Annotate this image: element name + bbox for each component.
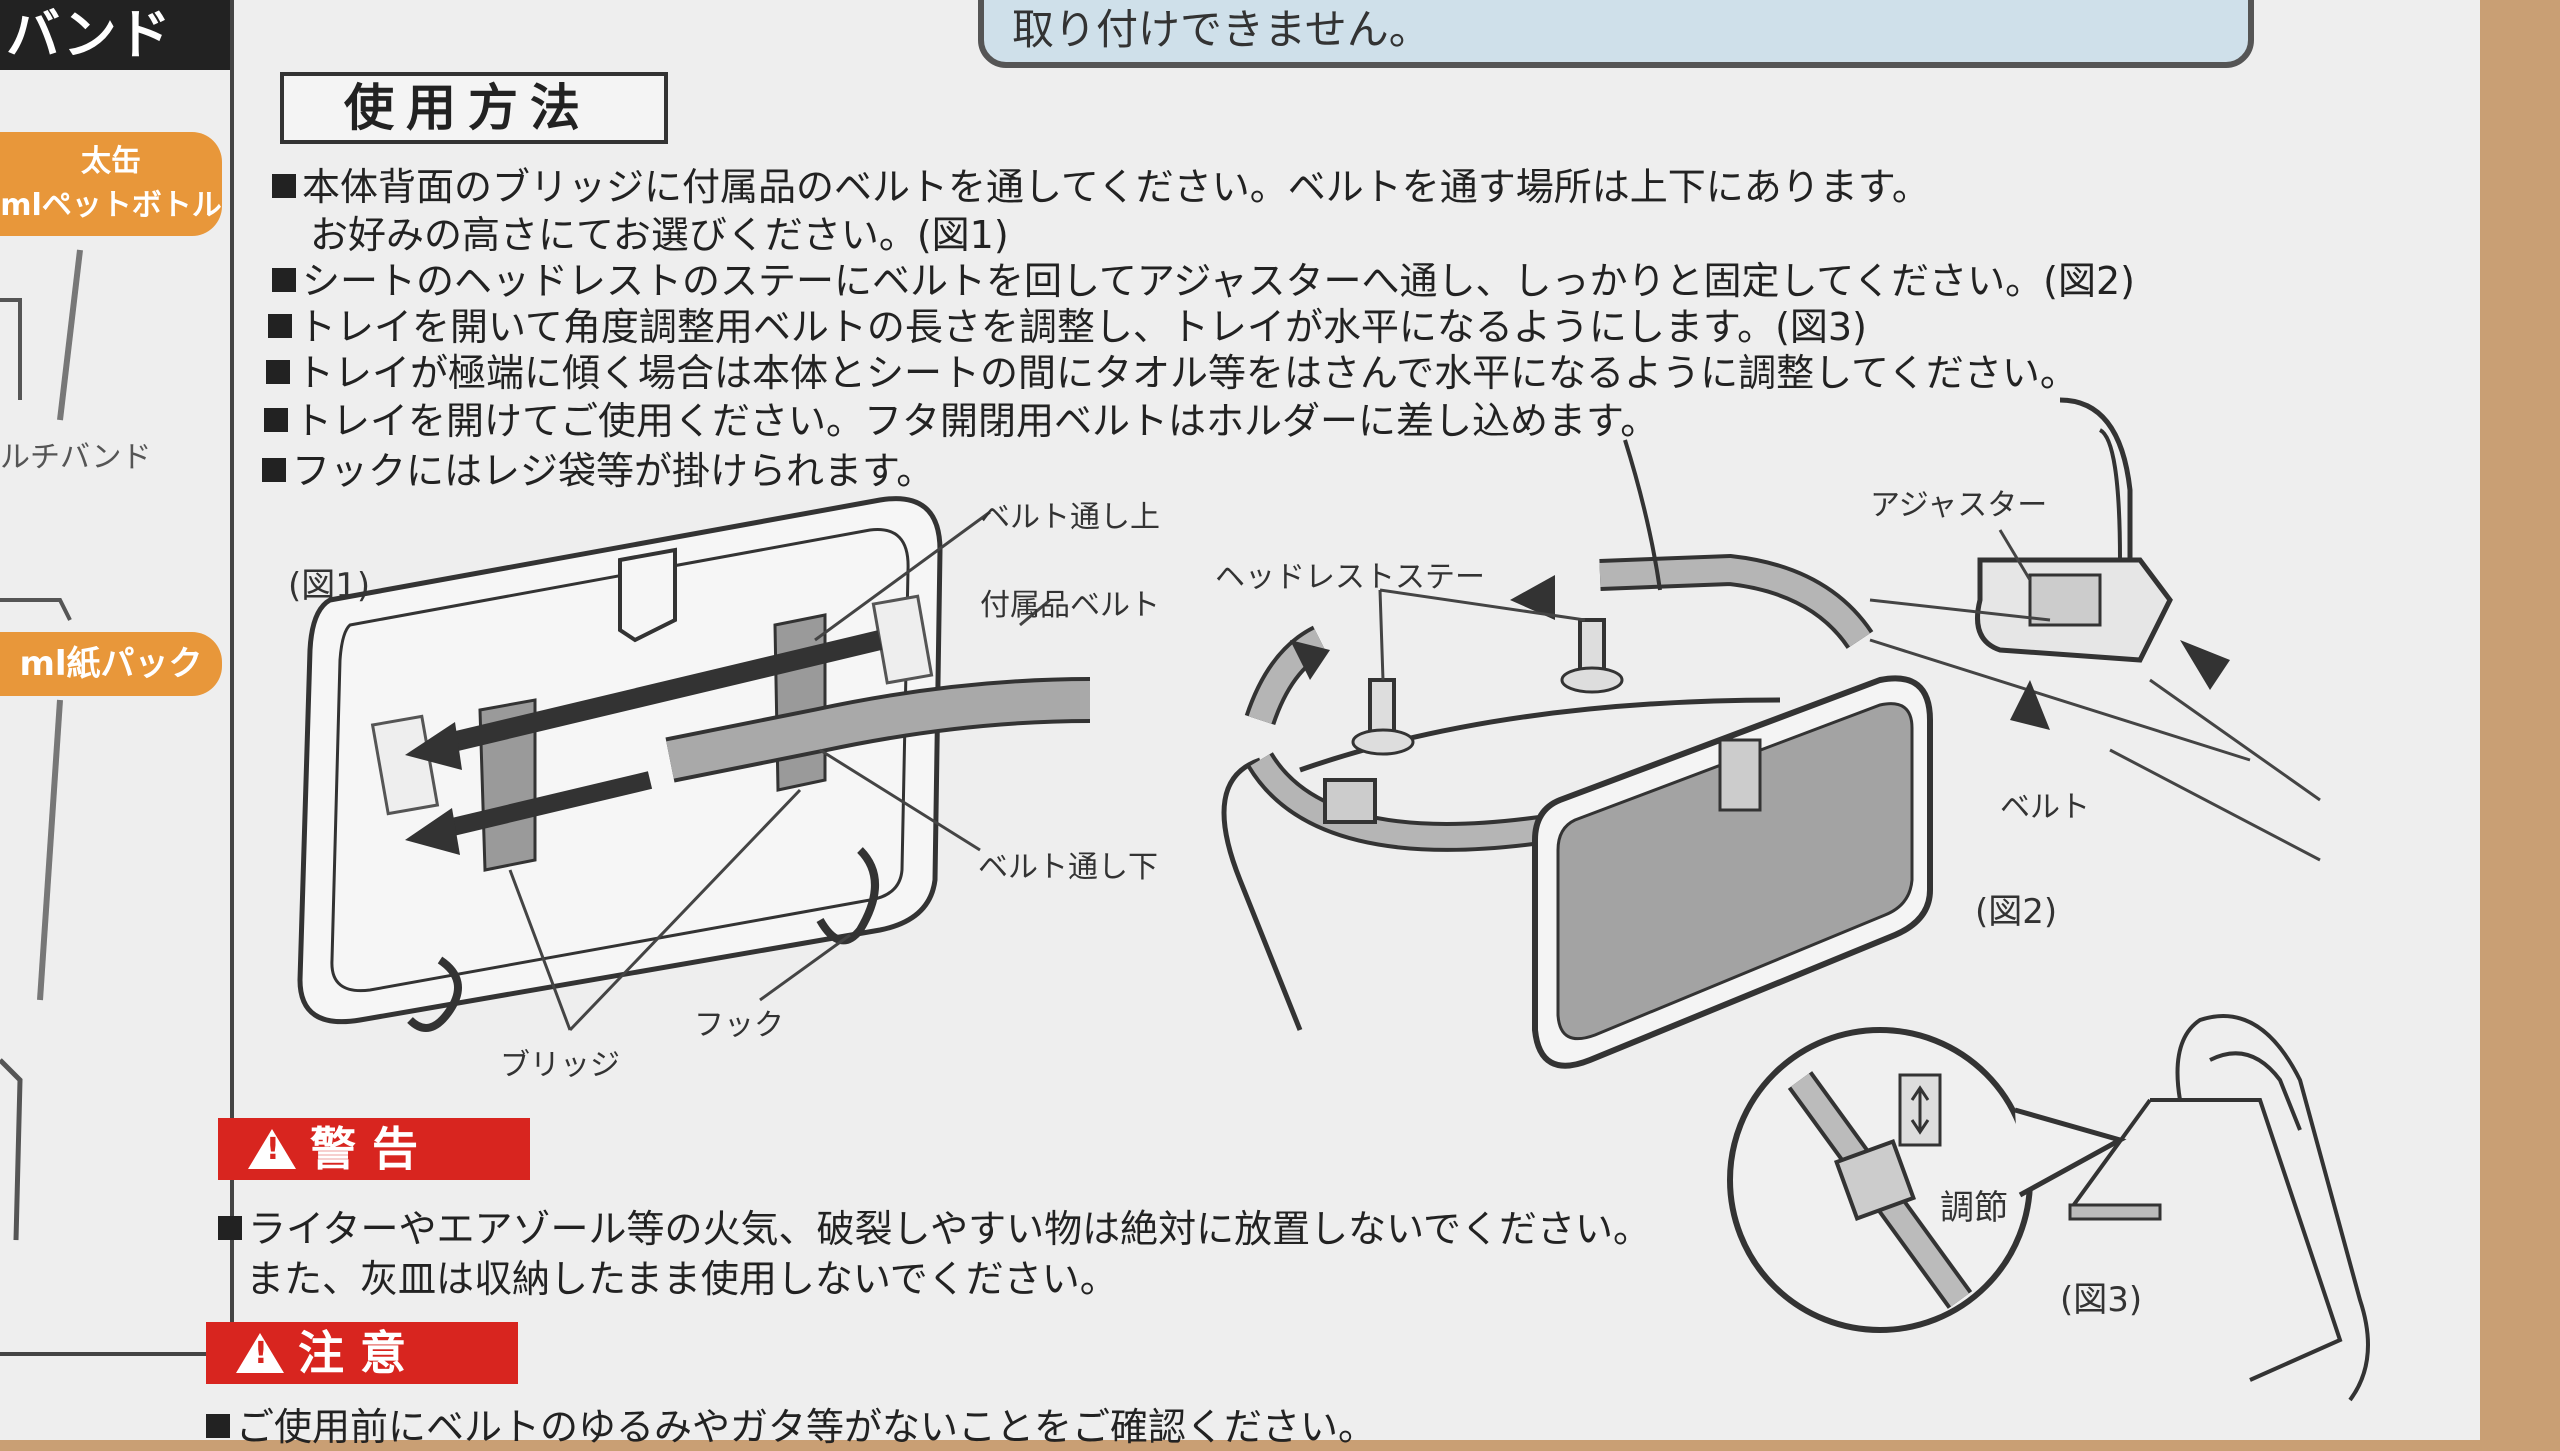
instruction-3: トレイを開いて角度調整用ベルトの長さを調整し、トレイが水平になるようにします。(… <box>268 296 1867 351</box>
label-belt-accessory: 付属品ベルト <box>980 588 1160 623</box>
figure2-label: (図2) <box>1975 892 2058 932</box>
bullet-icon <box>272 268 296 292</box>
instruction-4-text: トレイが極端に傾く場合は本体とシートの間にタオル等をはさんで水平になるように調整… <box>296 351 2078 395</box>
instruction-1b-text: お好みの高さにてお選びください。(図1) <box>310 213 1009 257</box>
instruction-1-text: 本体背面のブリッジに付属品のベルトを通してください。ベルトを通す場所は上下にあり… <box>302 165 1930 209</box>
section-title: 使用方法 <box>280 72 668 144</box>
left-tag-can-line1: 太缶 <box>81 144 141 179</box>
caution-line-1: ご使用前にベルトのゆるみやガタ等がないことをご確認ください。 <box>206 1396 1376 1451</box>
label-adjust: 調節 <box>1940 1188 2008 1228</box>
instruction-1: 本体背面のブリッジに付属品のベルトを通してください。ベルトを通す場所は上下にあり… <box>272 156 1930 211</box>
label-hook: フック <box>694 1008 784 1043</box>
warning-line-2: また、灰皿は収納したまま使用しないでください。 <box>246 1248 1118 1303</box>
instruction-sheet: バンド 太缶 mlペットボトル ルチバンド ml紙パック 取り付けできません。 … <box>0 0 2480 1440</box>
left-caption: ルチバンド <box>0 440 152 475</box>
bullet-icon <box>264 408 288 432</box>
warning-line-1-text: ライターやエアゾール等の火気、破裂しやすい物は絶対に放置しないでください。 <box>248 1207 1651 1251</box>
label-adjuster: アジャスター <box>1870 488 2048 523</box>
bullet-icon <box>268 314 292 338</box>
column-divider-bottom <box>0 1352 234 1356</box>
instruction-4: トレイが極端に傾く場合は本体とシートの間にタオル等をはさんで水平になるように調整… <box>266 342 2078 397</box>
caution-icon <box>236 1333 284 1373</box>
instruction-5-text: トレイを開けてご使用ください。フタ開閉用ベルトはホルダーに差し込めます。 <box>294 399 1659 443</box>
instruction-6: フックにはレジ袋等が掛けられます。 <box>262 440 934 495</box>
label-belt-upper: ベルト通し上 <box>980 500 1160 535</box>
instruction-3-text: トレイを開いて角度調整用ベルトの長さを調整し、トレイが水平になるようにします。(… <box>298 305 1867 349</box>
left-tag-carton: ml紙パック <box>0 632 222 696</box>
bullet-icon <box>206 1414 230 1438</box>
figure1-label: (図1) <box>288 566 371 606</box>
warning-line-2-text: また、灰皿は収納したまま使用しないでください。 <box>246 1257 1118 1301</box>
column-divider <box>230 0 234 1360</box>
instruction-2-text: シートのヘッドレストのステーにベルトを回してアジャスターへ通し、しっかりと固定し… <box>302 259 2135 303</box>
instruction-2: シートのヘッドレストのステーにベルトを回してアジャスターへ通し、しっかりと固定し… <box>272 250 2135 305</box>
left-panel-header: バンド <box>0 0 230 70</box>
info-box-text: 取り付けできません。 <box>1012 5 1431 54</box>
warning-line-1: ライターやエアゾール等の火気、破裂しやすい物は絶対に放置しないでください。 <box>218 1198 1651 1253</box>
label-headrest-stay: ヘッドレストステー <box>1215 560 1485 595</box>
bullet-icon <box>218 1216 242 1240</box>
warning-banner: 警告 <box>218 1118 530 1180</box>
info-box: 取り付けできません。 <box>978 0 2254 68</box>
warning-title: 警告 <box>310 1122 434 1176</box>
left-tag-can-line2: mlペットボトル <box>0 188 222 223</box>
warning-icon <box>248 1129 296 1169</box>
left-tag-can: 太缶 mlペットボトル <box>0 132 222 236</box>
caution-title: 注意 <box>298 1326 422 1380</box>
caution-line-1-text: ご使用前にベルトのゆるみやガタ等がないことをご確認ください。 <box>236 1405 1377 1449</box>
left-panel-sketch <box>0 249 83 1241</box>
instruction-6-text: フックにはレジ袋等が掛けられます。 <box>292 449 935 493</box>
instruction-5: トレイを開けてご使用ください。フタ開閉用ベルトはホルダーに差し込めます。 <box>264 390 1658 445</box>
figures-illustration <box>297 397 2370 1402</box>
label-belt-lower: ベルト通し下 <box>978 850 1158 885</box>
instruction-1b: お好みの高さにてお選びください。(図1) <box>310 204 1009 259</box>
label-belt: ベルト <box>2000 790 2090 825</box>
figure3-label: (図3) <box>2060 1280 2143 1320</box>
caution-banner: 注意 <box>206 1322 518 1384</box>
bullet-icon <box>272 174 296 198</box>
bullet-icon <box>266 360 290 384</box>
label-bridge: ブリッジ <box>500 1048 620 1083</box>
bullet-icon <box>262 458 286 482</box>
